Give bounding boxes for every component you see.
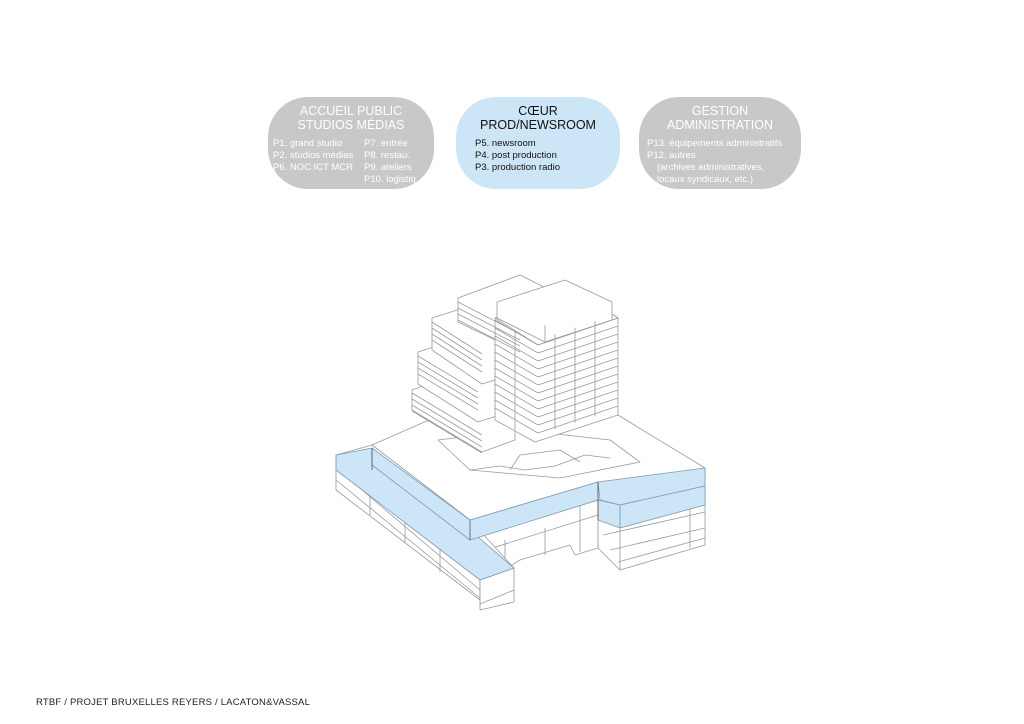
floor-slab-line (417, 373, 479, 411)
program-item: P6. NOC ICT MCR (273, 162, 354, 173)
floor-slab-line (537, 325, 619, 354)
floor-slab-line (494, 407, 539, 434)
floor-slab-line (537, 317, 619, 346)
floor-slab-line (494, 335, 539, 362)
floor-slab-line (537, 365, 619, 394)
floor-slab-line (494, 375, 539, 402)
bubble-title-line1: GESTION (691, 104, 749, 118)
floor-slab-line (537, 333, 619, 362)
floor-slab-line (457, 301, 521, 335)
floor-slab-line (537, 349, 619, 378)
program-item: P12. autres (647, 150, 696, 161)
program-item: (archives administratives, (657, 162, 765, 173)
tower-floor-lines (411, 301, 619, 454)
floor-slab-line (417, 361, 479, 399)
newsroom-floor-highlight (335, 447, 706, 581)
floor-slab-line (537, 357, 619, 386)
floor-slab-line (494, 383, 539, 410)
floor-slab-line (537, 381, 619, 410)
floor-slab-line (431, 339, 483, 373)
floor-slab-line (457, 307, 521, 341)
floor-slab-line (417, 355, 479, 393)
floor-slab-line (457, 313, 521, 347)
floor-slab-line (537, 373, 619, 402)
floor-slab-line (494, 327, 539, 354)
footer-credit: RTBF / PROJET BRUXELLES REYERS / LACATON… (36, 697, 311, 708)
bubble-gestion-administration: GESTION ADMINISTRATION P13. équipements … (639, 97, 801, 189)
bubble-title-line2: ADMINISTRATION (666, 118, 774, 132)
floor-slab-line (494, 367, 539, 394)
floor-slab-line (411, 410, 483, 454)
floor-slab-line (494, 351, 539, 378)
floor-slab-line (431, 333, 483, 367)
bubble-accueil-public: ACCUEIL PUBLIC STUDIOS MÉDIAS P1. grand … (268, 97, 434, 189)
floor-slab-line (494, 391, 539, 418)
floor-slab-line (537, 389, 619, 418)
bubble-coeur-newsroom: CŒUR PROD/NEWSROOM P5. newsroom P4. post… (456, 97, 620, 189)
floor-slab-line (431, 321, 483, 355)
program-item: P5. newsroom (475, 138, 536, 149)
program-item: P4. post production (475, 150, 557, 161)
floor-slab-line (457, 319, 521, 353)
program-item: P3. production radio (475, 162, 561, 173)
program-item: P2. studios médias (273, 150, 354, 161)
program-item: P13. équipements administratifs (647, 138, 783, 149)
bubble-title-line1: ACCUEIL PUBLIC (299, 104, 403, 118)
floor-slab-line (537, 341, 619, 370)
floor-slab-line (411, 398, 483, 442)
bubble-title-line1: CŒUR (518, 104, 558, 118)
program-item: locaux syndicaux, etc.) (657, 174, 754, 185)
floor-slab-line (411, 392, 483, 436)
program-item: P1. grand studio (273, 138, 343, 149)
bubble-title-line2: PROD/NEWSROOM (480, 118, 596, 132)
floor-slab-line (431, 327, 483, 361)
floor-slab-line (494, 359, 539, 386)
floor-slab-line (494, 399, 539, 426)
floor-slab-line (537, 405, 619, 434)
floor-slab-line (537, 397, 619, 426)
program-item: P10. logistiq (364, 174, 416, 185)
program-item: P8. restau. (364, 150, 410, 161)
program-item: P9. ateliers (364, 162, 412, 173)
floor-slab-line (417, 367, 479, 405)
floor-slab-line (494, 343, 539, 370)
program-item: P7. entrée (364, 138, 408, 149)
floor-slab-line (411, 404, 483, 448)
bubble-title-line2: STUDIOS MÉDIAS (297, 118, 405, 132)
